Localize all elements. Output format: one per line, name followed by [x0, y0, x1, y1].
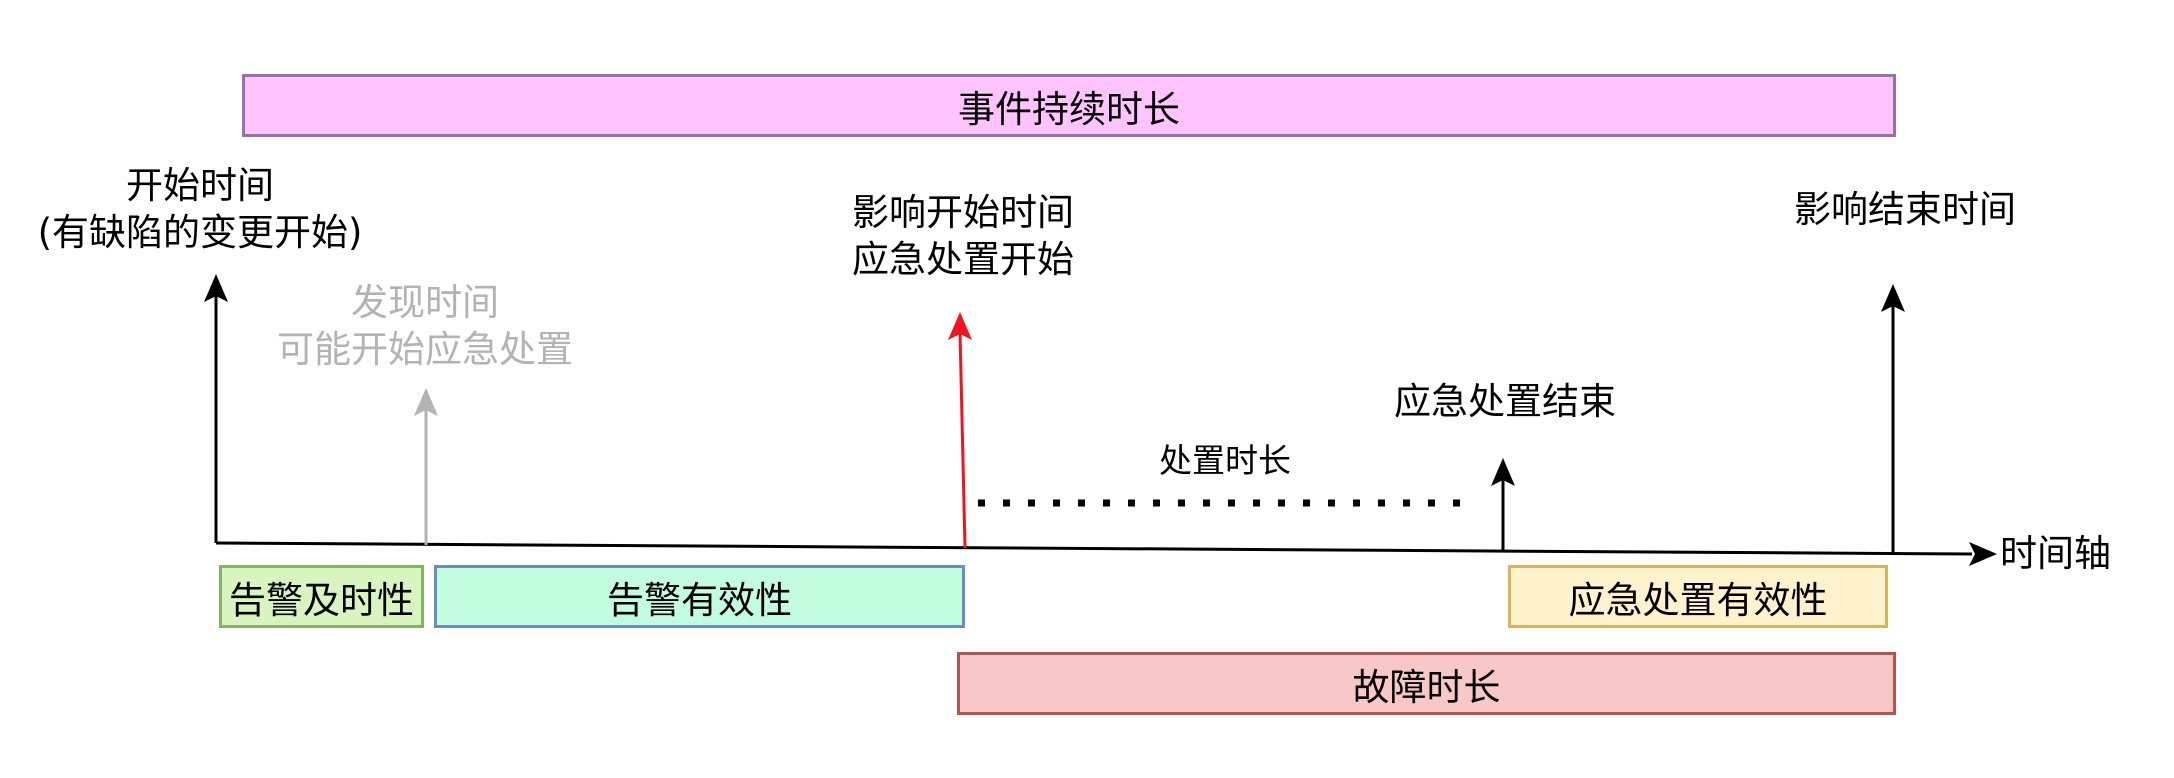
discovery-time-label: 发现时间 可能开始应急处置	[245, 279, 605, 373]
impact-start-arrowhead	[948, 312, 972, 340]
start-time-label-line1: 开始时间	[126, 164, 274, 207]
start-time-label: 开始时间 (有缺陷的变更开始)	[10, 162, 390, 256]
alert-effectiveness-box: 告警有效性	[434, 565, 965, 628]
time-axis-arrowhead	[1969, 542, 1997, 566]
event-duration-box: 事件持续时长	[242, 74, 1896, 137]
response-end-label: 应急处置结束	[1394, 380, 1616, 423]
impact-end-label: 影响结束时间	[1794, 188, 2016, 231]
impact-start-arrow	[958, 331, 967, 549]
time-axis-label: 时间轴	[2000, 532, 2111, 575]
time-axis-line	[215, 541, 1973, 556]
start-time-arrowhead	[204, 274, 228, 302]
impact-start-label: 影响开始时间 应急处置开始	[813, 189, 1113, 283]
impact-end-arrowhead	[1881, 284, 1905, 312]
response-duration-label: 处置时长	[1159, 441, 1291, 480]
discovery-time-label-line1: 发现时间	[351, 281, 499, 324]
impact-start-label-line1: 影响开始时间	[852, 191, 1074, 234]
alert-timeliness-box: 告警及时性	[219, 565, 424, 628]
response-effectiveness-box: 应急处置有效性	[1508, 565, 1888, 628]
discovery-time-label-line2: 可能开始应急处置	[277, 328, 573, 371]
impact-start-label-line2: 应急处置开始	[852, 238, 1074, 281]
response-end-arrowhead	[1491, 458, 1515, 486]
fault-duration-box: 故障时长	[957, 652, 1896, 715]
discovery-time-arrowhead	[414, 388, 438, 416]
start-time-label-line2: (有缺陷的变更开始)	[37, 211, 363, 254]
